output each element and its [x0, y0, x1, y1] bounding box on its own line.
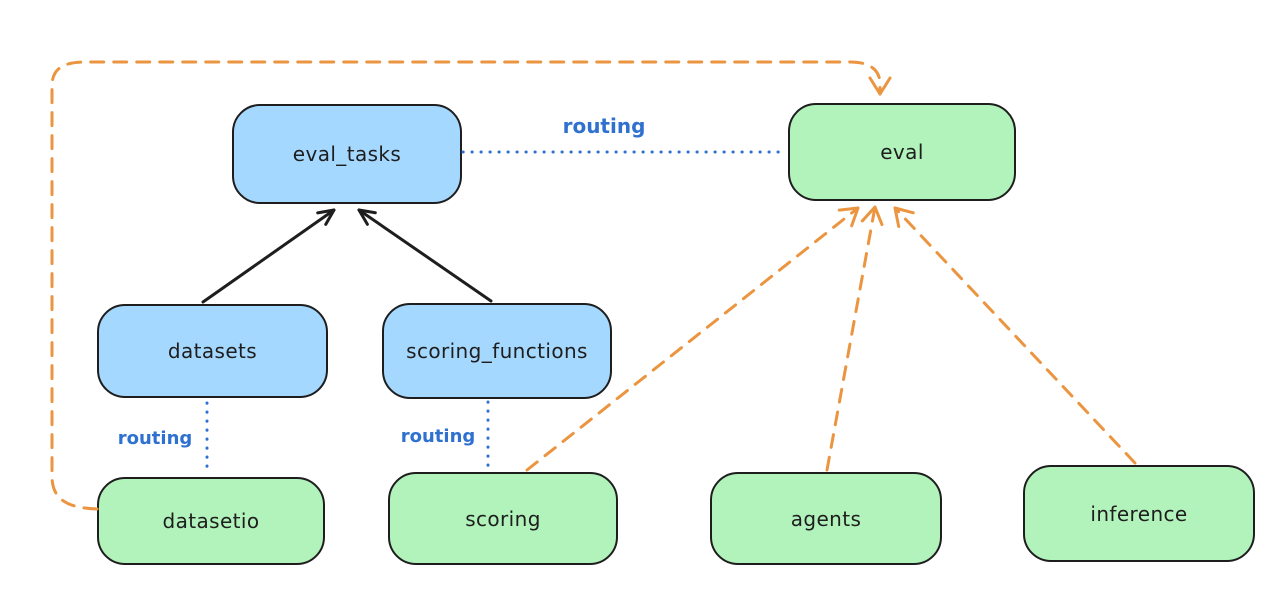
node-scoring-functions: scoring_functions — [382, 303, 612, 399]
edge-scoring-functions-to-eval-tasks — [357, 208, 493, 303]
node-scoring: scoring — [388, 472, 618, 565]
node-eval: eval — [788, 103, 1016, 201]
node-agents-label: agents — [790, 506, 862, 531]
node-eval-label: eval — [880, 140, 924, 164]
edge-agents-to-eval — [825, 205, 884, 472]
node-datasets: datasets — [97, 304, 328, 398]
edge-label-routing-datasets-datasetio: routing — [117, 428, 193, 449]
edge-inference-to-eval — [893, 206, 1137, 465]
node-eval-tasks: eval_tasks — [232, 104, 462, 204]
node-eval-tasks-label: eval_tasks — [292, 142, 402, 166]
node-scoring-label: scoring — [465, 506, 541, 531]
edge-label-routing-scoring-functions-scoring: routing — [400, 426, 476, 447]
node-scoring-functions-label: scoring_functions — [406, 339, 588, 363]
node-inference: inference — [1023, 465, 1255, 562]
node-inference-label: inference — [1090, 501, 1188, 526]
node-datasetio-label: datasetio — [162, 509, 260, 533]
node-datasets-label: datasets — [167, 339, 258, 363]
node-agents: agents — [710, 472, 942, 565]
node-datasetio: datasetio — [97, 477, 325, 565]
edge-label-routing-eval-tasks-eval: routing — [562, 114, 646, 138]
edge-datasets-to-eval-tasks — [201, 208, 336, 304]
